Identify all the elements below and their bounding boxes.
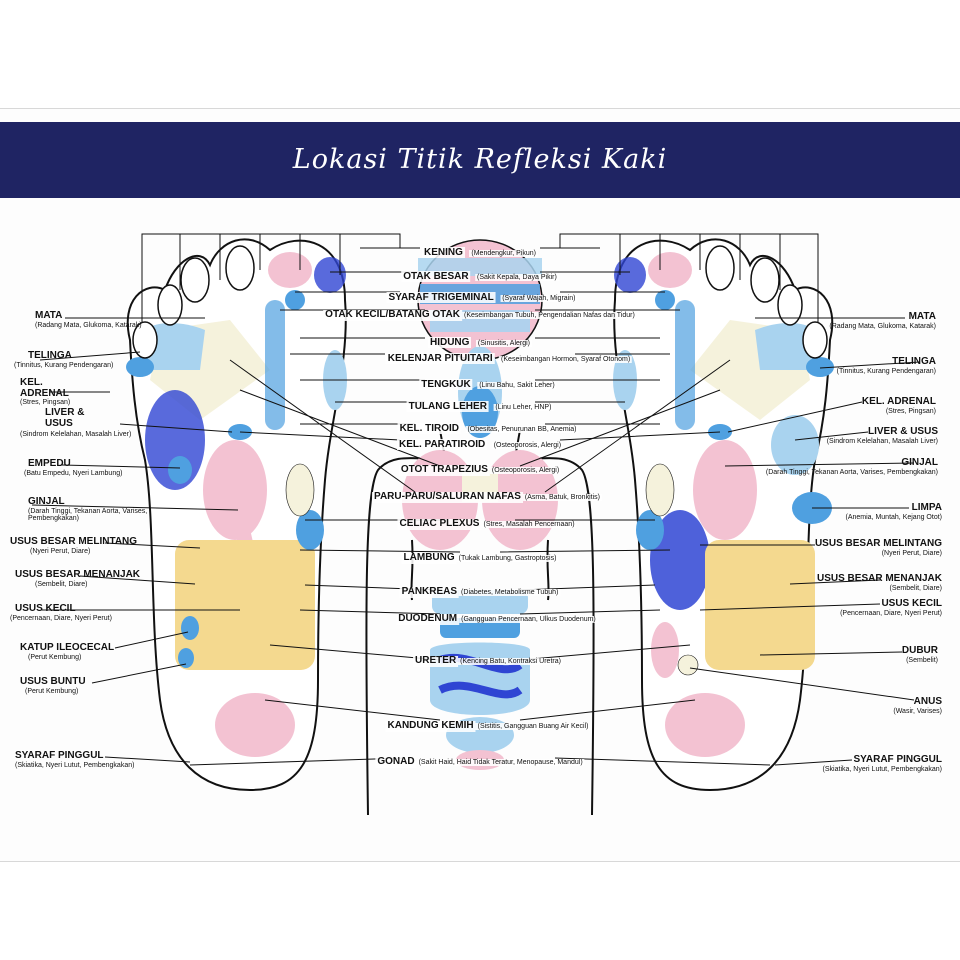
left-label-empedu: EMPEDU(Batu Empedu, Nyeri Lambung) [24,458,123,477]
label-kel-tiroid: KEL. TIROID (Obesitas, Penurunan BB, Ane… [397,423,579,434]
right-label-limpa: LIMPA(Anemia, Muntah, Kejang Otot) [845,502,943,521]
left-foot [126,238,347,792]
label-pankreas: PANKREAS(Diabetes, Metabolisme Tubuh) [399,586,561,598]
label-gonad: GONAD(Sakit Haid, Haid Tidak Teratur, Me… [375,756,585,768]
label-otot-trapezius: OTOT TRAPEZIUS(Osteoporosis, Alergi) [398,464,562,476]
left-label-usus-buntu: USUS BUNTU(Perut Kembung) [20,676,86,695]
right-label-anus: ANUS(Wasir, Varises) [893,696,942,715]
label-otak-kecil: OTAK KECIL/BATANG OTAK(Keseimbangan Tubu… [323,309,637,321]
left-label-ginjal: GINJAL(Darah Tinggi, Tekanan Aorta, Vari… [28,496,148,522]
left-label-usus-besar-menanjak: USUS BESAR MENANJAK(Sembelit, Diare) [15,569,141,588]
left-label-mata: MATA(Radang Mata, Glukoma, Katarak) [35,310,142,329]
right-label-kel-adrenal: KEL. ADRENAL(Stres, Pingsan) [861,396,936,415]
left-label-katup-ileocecal: KATUP ILEOCECAL(Perut Kembung) [20,642,115,661]
label-lambung: LAMBUNG(Tukak Lambung, Gastroptosis) [401,552,559,564]
left-label-syaraf-pinggul: SYARAF PINGGUL(Skiatika, Nyeri Lutut, Pe… [15,750,135,769]
label-tengkuk: TENGKUK (Linu Bahu, Sakit Leher) [419,379,557,390]
left-label-telinga: TELINGA(Tinnitus, Kurang Pendengaran) [14,350,114,369]
label-tulang-leher: TULANG LEHER (Linu Leher, HNP) [406,401,554,412]
label-celiac-plexus: CELIAC PLEXUS(Stres, Masalah Pencernaan) [397,518,577,530]
label-kandung-kemih: KANDUNG KEMIH(Sistitis, Gangguan Buang A… [385,720,591,732]
right-label-mata: MATA(Radang Mata, Glukoma, Katarak) [829,311,936,330]
right-label-usus-kecil: USUS KECIL(Pencernaan, Diare, Nyeri Peru… [840,598,942,617]
right-foot [613,238,834,792]
label-otak-besar: OTAK BESAR (Sakit Kepala, Daya Pikir) [401,271,559,282]
right-label-syaraf-pinggul: SYARAF PINGGUL(Skiatika, Nyeri Lutut, Pe… [822,754,942,773]
label-syaraf-trigeminal: SYARAF TRIGEMINAL (Syaraf Wajah, Migrain… [386,292,578,303]
left-label-usus-besar-melintang: USUS BESAR MELINTANG(Nyeri Perut, Diare) [10,536,138,555]
left-label-liver-usus: LIVER & USUS [45,407,85,429]
title-banner [0,122,960,198]
right-label-ginjal: GINJAL(Darah Tinggi, Tekanan Aorta, Vari… [765,457,938,476]
right-label-dubur: DUBUR(Sembelit) [901,645,938,664]
label-kelenjar-pituitari: KELENJAR PITUITARI (Keseimbangan Hormon,… [385,353,633,364]
label-ureter: URETER(Kencing Batu, Kontraksi Uretra) [413,655,563,667]
label-kening: KENING (Mendengkur, Pikun) [422,247,538,258]
page-title: Lokasi Titik Refleksi Kaki [292,144,668,175]
right-label-liver-usus: LIVER & USUS(Sindrom Kelelahan, Masalah … [826,426,938,445]
left-label-usus-kecil: USUS KECIL(Pencernaan, Diare, Nyeri Peru… [10,603,112,622]
right-label-usus-besar-melintang: USUS BESAR MELINTANG(Nyeri Perut, Diare) [814,538,942,557]
label-kel-paratiroid: KEL. PARATIROID (Osteoporosis, Alergi) [396,439,564,450]
left-label-kel-adrenal: KEL. ADRENAL(Stres, Pingsan) [20,377,71,406]
label-duodenum: DUODENUM(Gangguan Pencernaan, Ulkus Duod… [396,613,598,625]
left-label-liver-usus-desc: (Sindrom Kelelahan, Masalah Liver) [20,431,132,438]
right-label-telinga: TELINGA(Tinnitus, Kurang Pendengaran) [836,356,936,375]
right-label-usus-besar-menanjak: USUS BESAR MENANJAK(Sembelit, Diare) [816,573,942,592]
label-paru-paru: PARU-PARU/SALURAN NAFAS(Asma, Batuk, Bro… [372,491,602,503]
label-hidung: HIDUNG (Sinusitis, Alergi) [427,337,533,348]
connector-lines [31,233,921,766]
